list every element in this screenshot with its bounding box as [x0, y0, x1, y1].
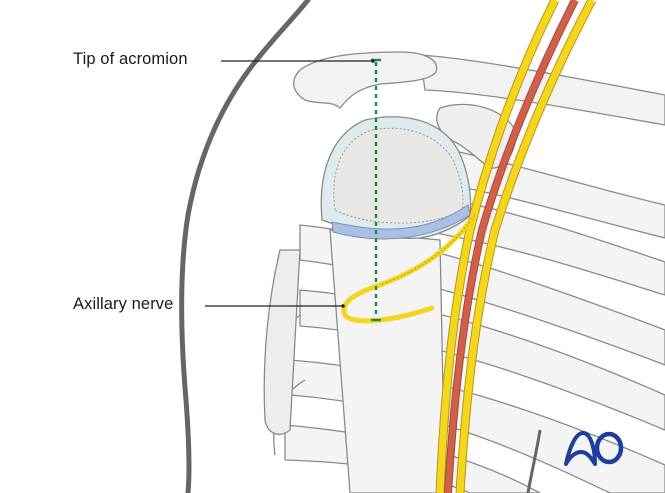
acromion: [293, 51, 438, 109]
label-axillary-nerve: Axillary nerve: [73, 295, 174, 313]
neurovascular-bundle: [435, 0, 596, 493]
scapula: [263, 249, 301, 435]
head-inner-dotted: [333, 127, 464, 224]
label-tip-of-acromion: Tip of acromion: [73, 50, 188, 68]
humerus-shaft: [329, 229, 446, 493]
ao-logo-icon: [564, 431, 624, 466]
clavicle: [419, 54, 665, 126]
skin-outline: [179, 0, 311, 493]
